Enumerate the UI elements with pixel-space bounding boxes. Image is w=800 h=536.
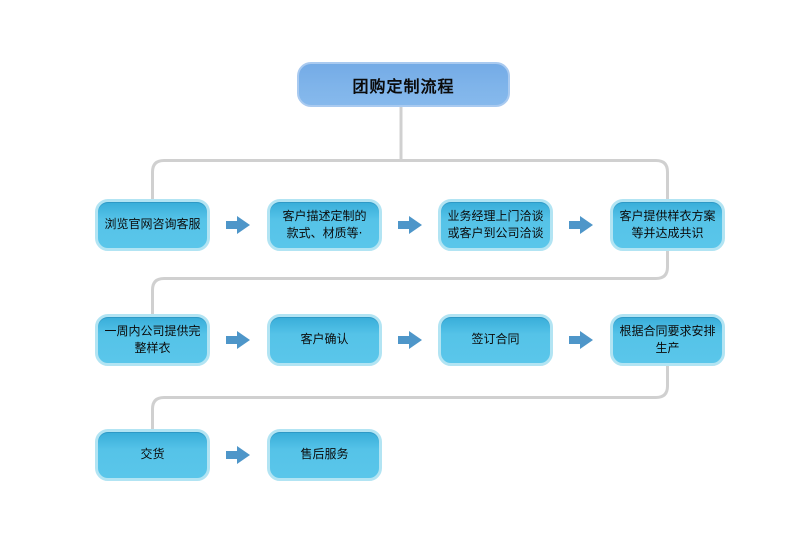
node-provide-full-sample: 一周内公司提供完 整样衣 <box>95 314 210 366</box>
node-label: 签订合同 <box>471 332 520 347</box>
connector-row1-row2 <box>151 251 669 314</box>
node-delivery: 交货 <box>95 429 210 481</box>
node-label: 根据合同要求安排 生产 <box>619 323 716 355</box>
flow-title: 团购定制流程 <box>297 62 510 107</box>
node-label: 售后服务 <box>300 447 349 462</box>
node-describe-style: 客户描述定制的 款式、材质等· <box>267 199 382 251</box>
connector-top-branch <box>151 159 669 199</box>
node-label: 业务经理上门洽谈 或客户到公司洽谈 <box>447 208 544 240</box>
flow-title-label: 团购定制流程 <box>352 76 455 96</box>
node-browse-consult: 浏览官网咨询客服 <box>95 199 210 251</box>
arrow-right-icon <box>226 216 250 234</box>
node-sample-plan-consensus: 客户提供样衣方案 等并达成共识 <box>610 199 725 251</box>
node-after-sales: 售后服务 <box>267 429 382 481</box>
node-customer-confirm: 客户确认 <box>267 314 382 366</box>
arrow-right-icon <box>226 331 250 349</box>
node-label: 交货 <box>140 447 165 462</box>
arrow-right-icon <box>398 216 422 234</box>
node-sign-contract: 签订合同 <box>438 314 553 366</box>
node-label: 客户提供样衣方案 等并达成共识 <box>619 208 716 240</box>
arrow-right-icon <box>569 331 593 349</box>
node-label: 一周内公司提供完 整样衣 <box>104 323 201 355</box>
node-label: 浏览官网咨询客服 <box>104 217 201 232</box>
node-label: 客户确认 <box>300 332 349 347</box>
node-manager-negotiate: 业务经理上门洽谈 或客户到公司洽谈 <box>438 199 553 251</box>
node-arrange-production: 根据合同要求安排 生产 <box>610 314 725 366</box>
arrow-right-icon <box>569 216 593 234</box>
arrow-right-icon <box>398 331 422 349</box>
connector-row2-row3 <box>151 366 669 429</box>
node-label: 客户描述定制的 款式、材质等· <box>282 208 367 240</box>
arrow-right-icon <box>226 446 250 464</box>
